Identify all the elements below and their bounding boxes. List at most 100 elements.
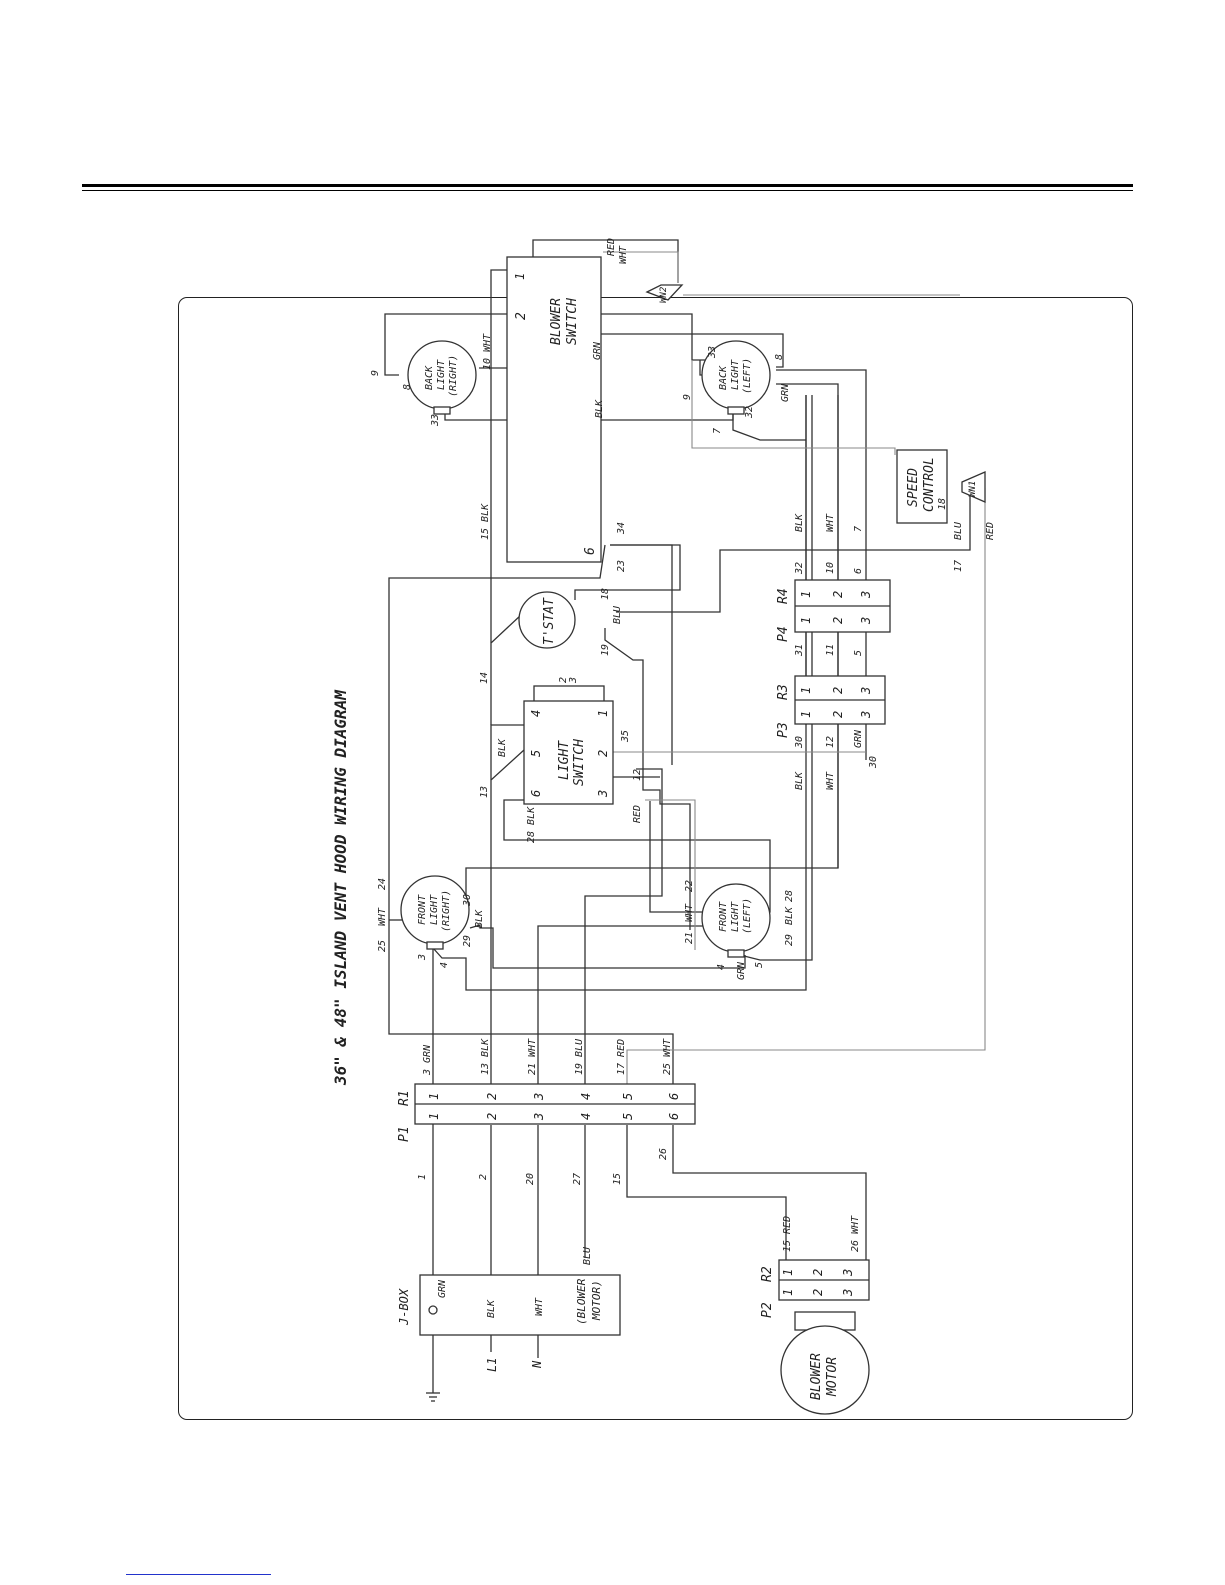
blower-motor: BLOWER MOTOR: [780, 1311, 870, 1415]
svg-text:R4: R4: [776, 588, 791, 604]
svg-text:5: 5: [853, 650, 864, 656]
svg-text:15 BLK: 15 BLK: [480, 503, 491, 540]
svg-text:14: 14: [479, 672, 490, 684]
svg-text:P1: P1: [397, 1126, 412, 1142]
svg-text:4: 4: [716, 964, 727, 970]
svg-text:BLK: BLK: [474, 909, 485, 928]
svg-text:17 RED: 17 RED: [616, 1039, 627, 1075]
svg-text:1: 1: [799, 687, 813, 694]
svg-text:MOTOR: MOTOR: [825, 1357, 840, 1397]
svg-text:27: 27: [572, 1173, 583, 1185]
svg-text:CONTROL: CONTROL: [922, 457, 937, 512]
svg-text:2: 2: [811, 1269, 825, 1276]
svg-text:35: 35: [620, 730, 631, 743]
svg-text:13 BLK: 13 BLK: [480, 1038, 491, 1075]
svg-text:RED: RED: [985, 522, 996, 540]
back-light-left: BACK LIGHT (LEFT): [701, 340, 771, 415]
svg-text:2: 2: [485, 1093, 499, 1100]
svg-text:(BLOWER: (BLOWER: [575, 1278, 588, 1325]
svg-text:BLK: BLK: [784, 906, 795, 925]
svg-text:13: 13: [479, 786, 490, 798]
svg-text:BLOWER: BLOWER: [809, 1353, 824, 1400]
svg-text:3 GRN: 3 GRN: [422, 1044, 433, 1076]
svg-text:P3: P3: [776, 722, 791, 738]
svg-text:15 RED: 15 RED: [782, 1216, 793, 1252]
svg-text:2: 2: [478, 1174, 489, 1180]
header-rule-thick: [82, 184, 1133, 187]
blower-switch: BLOWER SWITCH 2 1 6: [506, 256, 602, 563]
svg-text:4: 4: [579, 1093, 593, 1100]
svg-text:9: 9: [370, 370, 381, 376]
svg-text:LIGHT: LIGHT: [557, 740, 572, 780]
svg-text:19 BLU: 19 BLU: [574, 1038, 585, 1075]
svg-text:GRN: GRN: [736, 961, 747, 980]
svg-text:25: 25: [377, 940, 388, 952]
svg-text:BLK: BLK: [794, 513, 805, 532]
svg-text:33: 33: [430, 414, 441, 427]
svg-text:6: 6: [583, 547, 598, 555]
svg-text:10: 10: [825, 562, 836, 574]
svg-text:(LEFT): (LEFT): [742, 358, 753, 394]
speed-control: SPEED CONTROL: [896, 449, 948, 524]
svg-text:GRN: GRN: [853, 729, 864, 748]
svg-text:WHT: WHT: [825, 513, 836, 532]
svg-text:18: 18: [600, 588, 611, 600]
svg-text:12: 12: [632, 769, 643, 781]
svg-text:7: 7: [712, 428, 723, 434]
svg-text:29: 29: [784, 934, 795, 946]
wires: [384, 239, 971, 1402]
j-box: J-BOX GRN BLK WHT (BLOWER MOTOR) BLU L1 …: [397, 1246, 621, 1372]
svg-text:3: 3: [859, 617, 873, 625]
svg-text:WN2: WN2: [659, 287, 669, 303]
svg-text:BACK: BACK: [424, 365, 435, 390]
svg-text:19: 19: [600, 644, 611, 656]
svg-text:2: 2: [831, 617, 845, 624]
svg-text:10 WHT: 10 WHT: [482, 333, 493, 370]
svg-text:2: 2: [811, 1289, 825, 1296]
svg-text:MOTOR): MOTOR): [590, 1280, 603, 1321]
svg-text:23: 23: [616, 560, 627, 572]
svg-text:26 WHT: 26 WHT: [850, 1215, 861, 1252]
svg-text:(RIGHT): (RIGHT): [441, 890, 452, 932]
svg-text:LIGHT: LIGHT: [730, 901, 741, 932]
svg-text:L1: L1: [485, 1358, 499, 1372]
svg-text:WHT: WHT: [825, 771, 836, 790]
svg-text:3: 3: [859, 711, 873, 719]
svg-text:(LEFT): (LEFT): [742, 898, 753, 934]
svg-text:R3: R3: [776, 684, 791, 700]
svg-text:5: 5: [529, 750, 543, 757]
svg-text:WHT: WHT: [534, 1297, 545, 1316]
svg-text:34: 34: [616, 522, 627, 535]
svg-text:T'STAT: T'STAT: [542, 597, 557, 645]
svg-text:12: 12: [825, 736, 836, 748]
svg-text:21 WHT: 21 WHT: [527, 1038, 538, 1075]
svg-text:LIGHT: LIGHT: [730, 359, 741, 390]
svg-text:17: 17: [953, 560, 964, 572]
connector-p3-r3: R3 P3 1 2 3 1 2 3: [776, 675, 886, 738]
svg-text:29: 29: [462, 935, 473, 947]
svg-text:5: 5: [621, 1113, 635, 1120]
svg-text:P4: P4: [776, 626, 791, 642]
svg-text:BLK: BLK: [594, 399, 605, 418]
svg-text:2: 2: [831, 591, 845, 598]
svg-text:2: 2: [831, 711, 845, 718]
svg-text:WN1: WN1: [968, 481, 978, 497]
svg-text:1: 1: [427, 1093, 441, 1100]
svg-text:1: 1: [799, 591, 813, 598]
back-light-right: BACK LIGHT (RIGHT): [407, 340, 477, 415]
svg-text:BLU: BLU: [612, 605, 623, 624]
svg-text:N: N: [530, 1360, 544, 1369]
svg-text:31: 31: [794, 644, 805, 657]
svg-text:4: 4: [529, 710, 543, 717]
svg-text:SWITCH: SWITCH: [572, 739, 587, 786]
diagram-frame: [178, 297, 1133, 1420]
wire-nut-wn1: WN1: [961, 471, 986, 503]
svg-text:3: 3: [859, 687, 873, 695]
light-switch: LIGHT SWITCH 4 5 6 1 2 3: [523, 700, 614, 805]
svg-text:3: 3: [568, 677, 579, 684]
svg-text:20: 20: [525, 1173, 536, 1185]
svg-text:(RIGHT): (RIGHT): [448, 355, 459, 397]
svg-text:WHT: WHT: [684, 903, 695, 922]
front-light-left: FRONT LIGHT (LEFT): [701, 883, 771, 958]
svg-text:GRN: GRN: [437, 1279, 448, 1298]
